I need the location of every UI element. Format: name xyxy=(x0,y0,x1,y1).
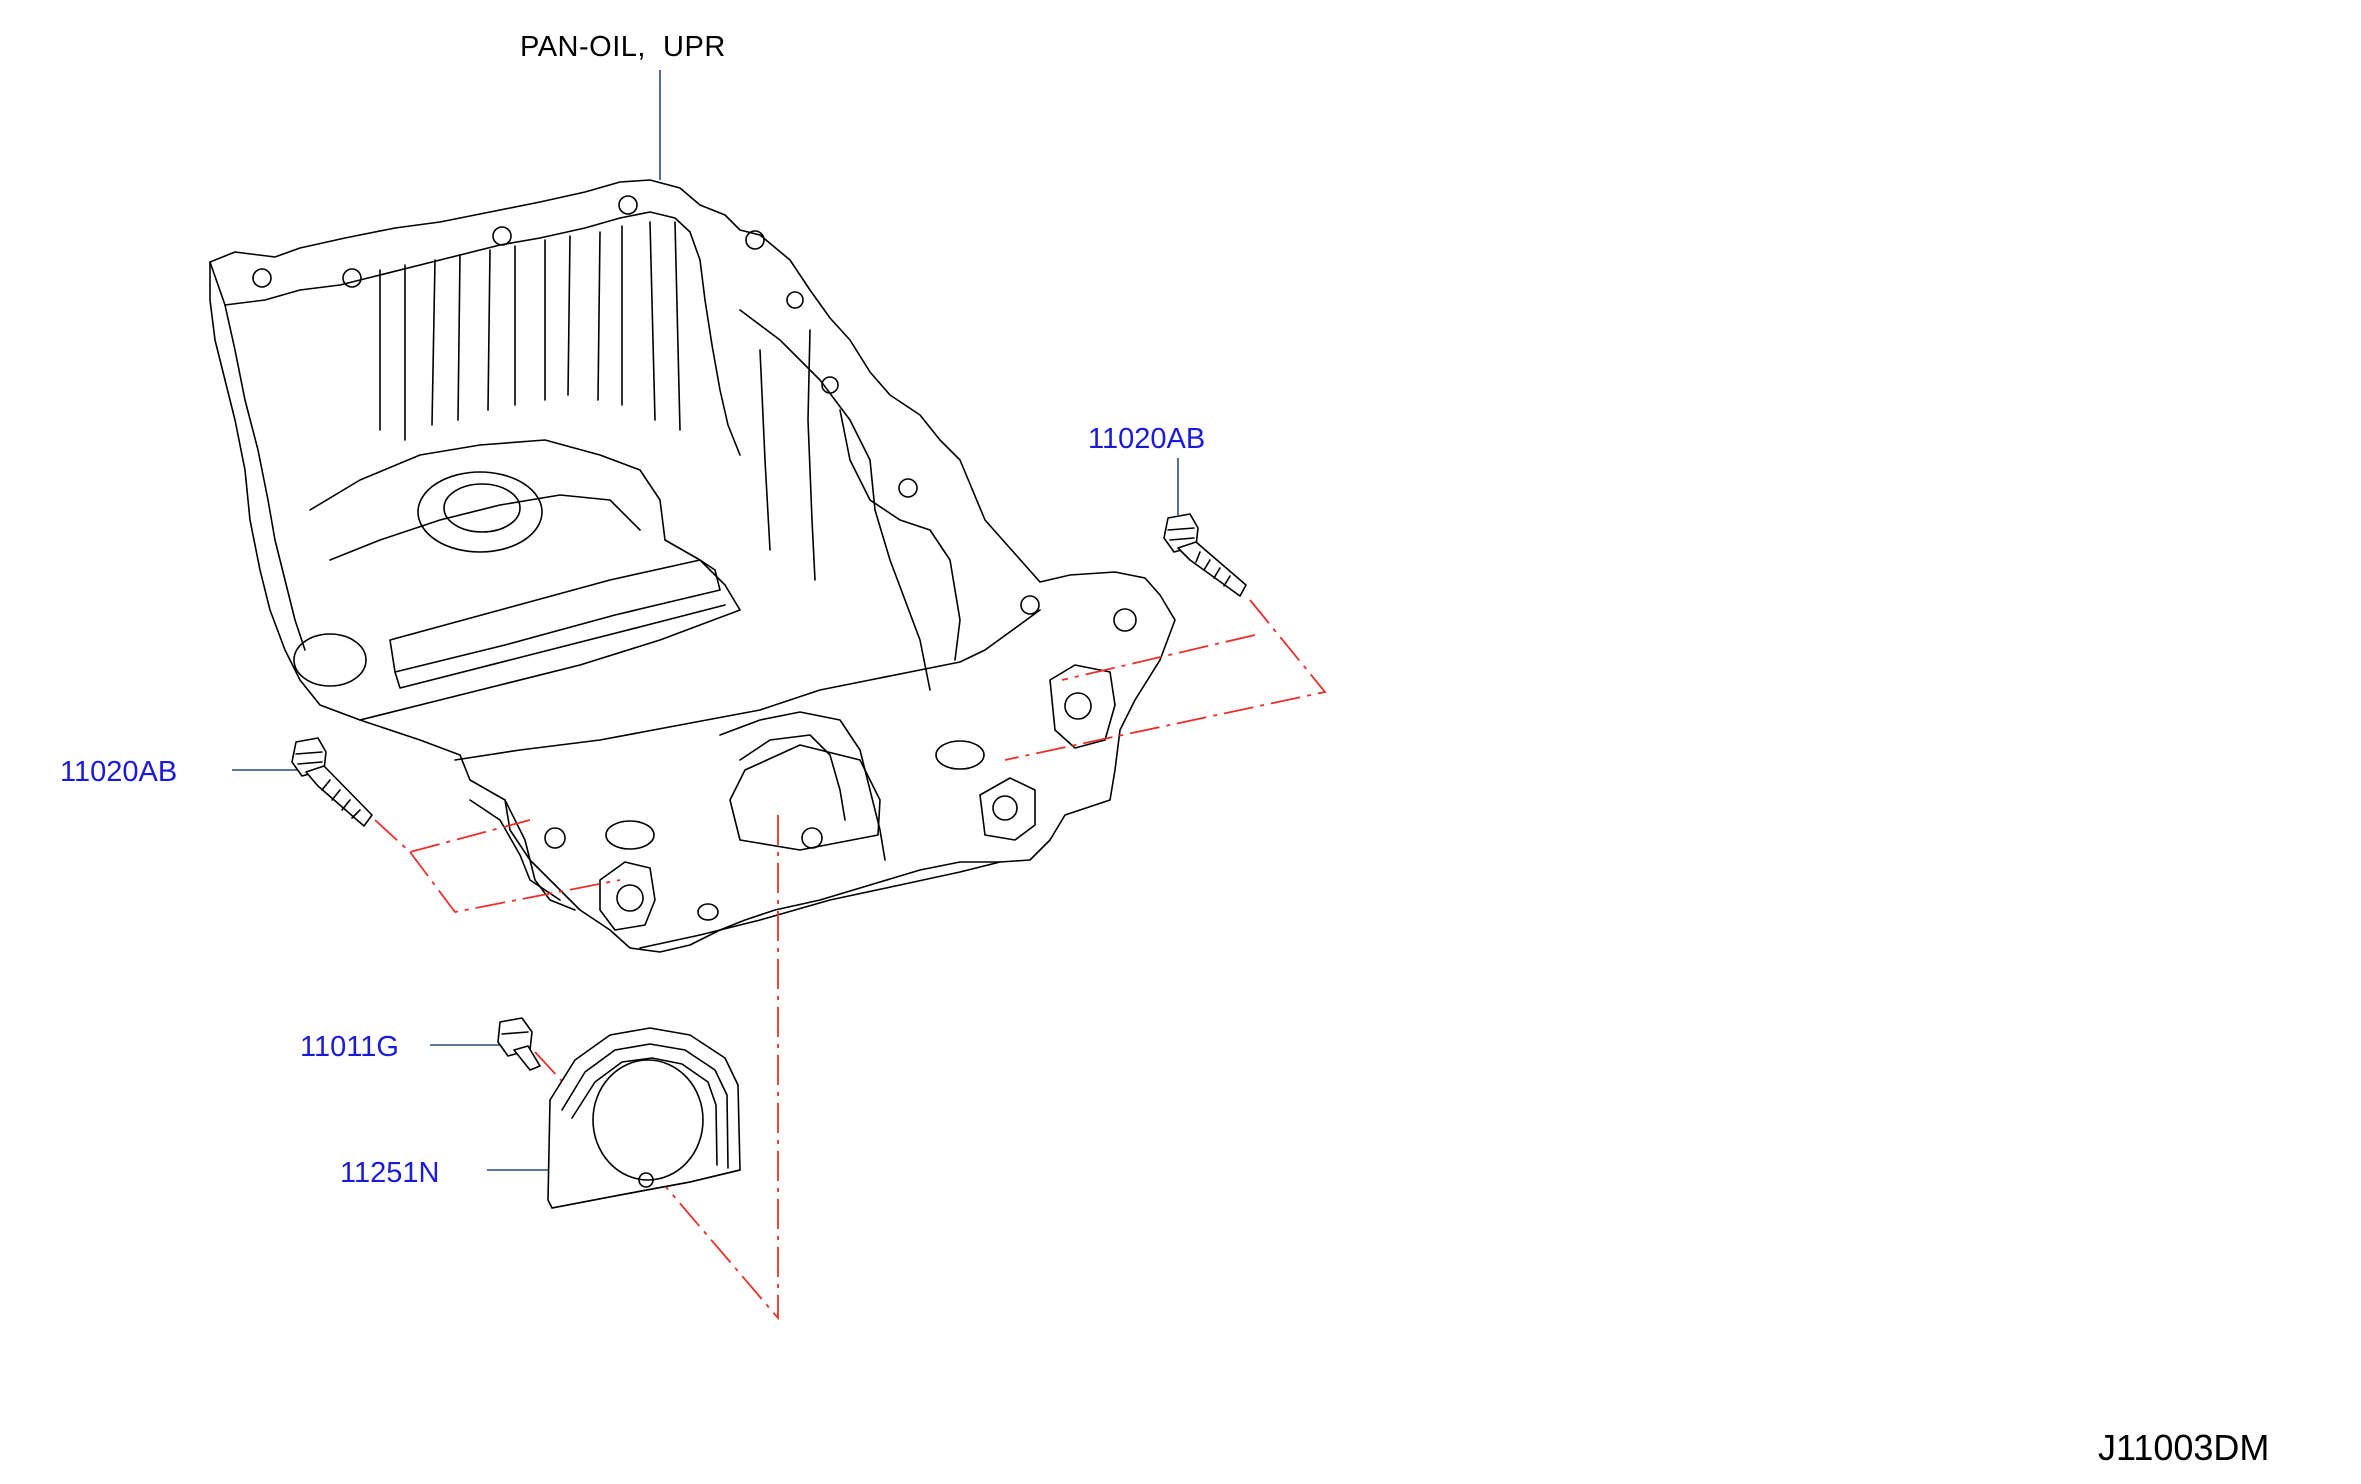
part-number-gasket-cover[interactable]: 11251N xyxy=(340,1157,439,1189)
gasket-cover[interactable] xyxy=(547,1027,741,1209)
flange-bolt-right[interactable] xyxy=(1163,513,1247,597)
part-number-bolt-right[interactable]: 11020AB xyxy=(1088,423,1205,455)
diagram-reference-code: J11003DM xyxy=(2098,1427,2269,1468)
title-label: PAN-OIL, UPR xyxy=(520,31,726,63)
oil-pan-upper[interactable] xyxy=(209,179,1176,953)
small-bolt[interactable] xyxy=(497,1017,541,1071)
part-number-small-bolt[interactable]: 11011G xyxy=(300,1031,399,1063)
flange-bolt-left[interactable] xyxy=(291,737,373,827)
part-number-bolt-left[interactable]: 11020AB xyxy=(60,756,177,788)
